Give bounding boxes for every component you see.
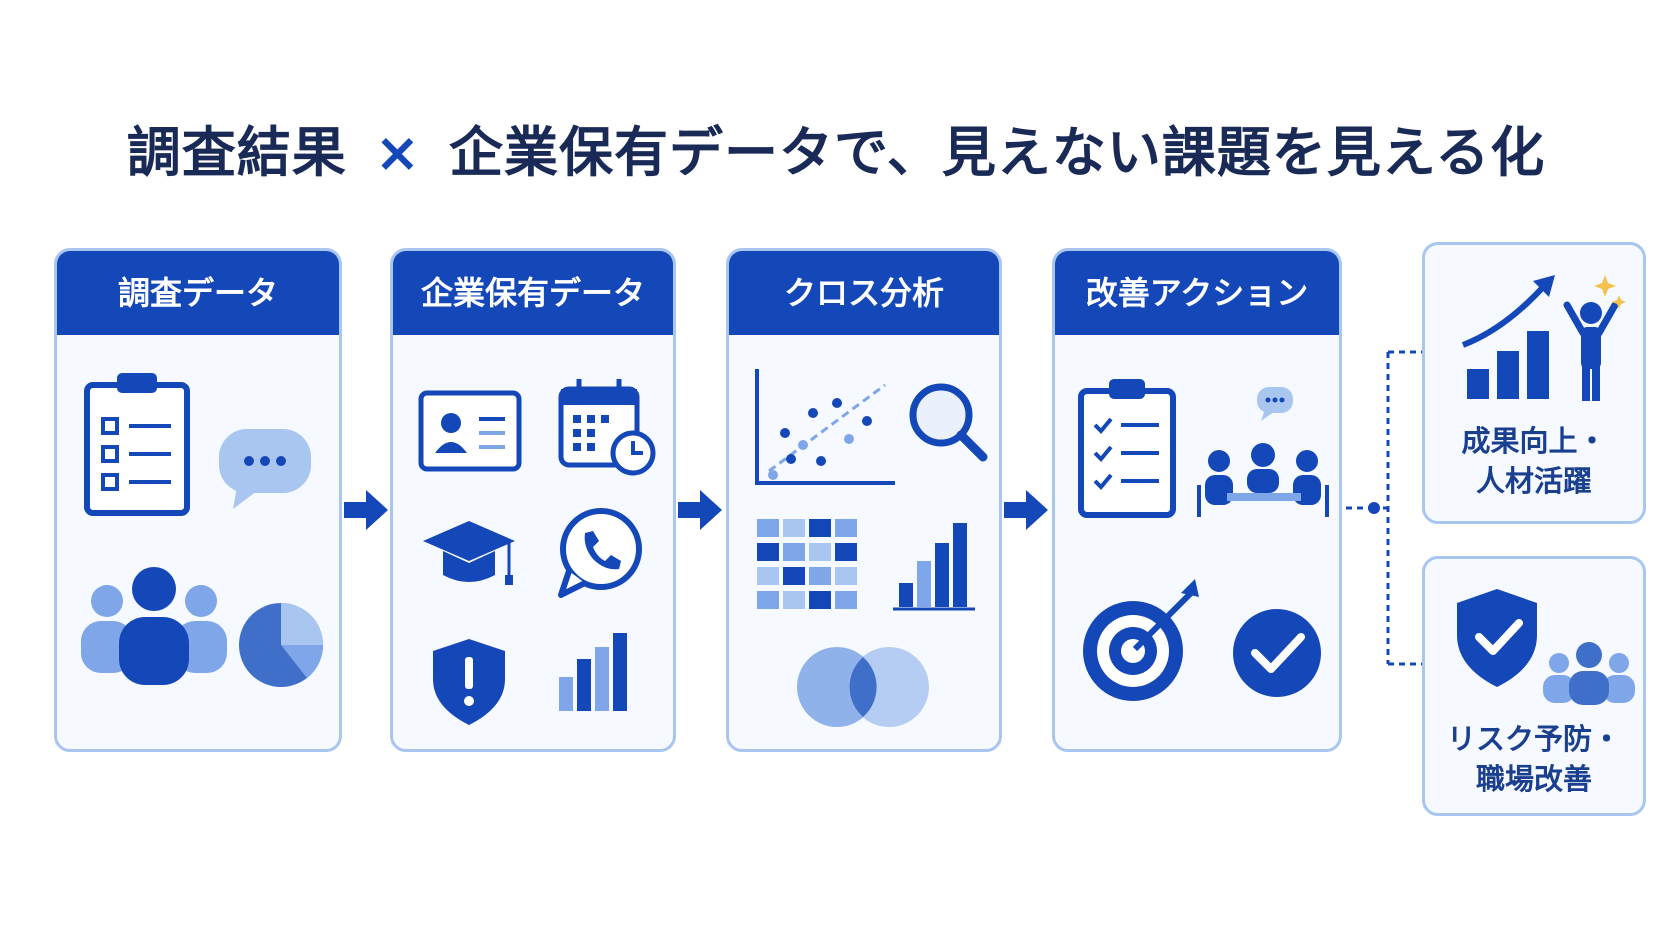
growth-chart-icon	[1461, 275, 1555, 399]
clipboard-checklist-icon	[1078, 379, 1176, 518]
outcome-label-line1: リスク予防・	[1446, 722, 1621, 756]
step-survey-data: 調査データ	[54, 248, 342, 752]
phone-bubble-icon	[558, 508, 642, 598]
target-icon	[1083, 579, 1199, 701]
step-header: クロス分析	[729, 251, 999, 335]
arrow-right-icon	[1004, 490, 1048, 530]
step-improvement-action: 改善アクション	[1052, 248, 1342, 752]
people-group-icon	[81, 567, 227, 685]
graduation-cap-icon	[423, 521, 515, 585]
shield-alert-icon	[433, 639, 505, 725]
outcome-label-line2: 職場改善	[1475, 762, 1592, 796]
step-header: 調査データ	[57, 251, 339, 335]
pie-chart-icon	[239, 603, 323, 687]
clipboard-checklist-icon	[84, 373, 190, 516]
arrow-right-icon	[344, 490, 388, 530]
outcome-label-line1: 成果向上・	[1461, 424, 1607, 458]
title-left: 調査結果	[126, 121, 347, 184]
heatmap-icon	[757, 519, 857, 609]
people-group-icon	[1543, 642, 1635, 705]
step-header: 改善アクション	[1055, 251, 1339, 335]
step-cross-analysis: クロス分析	[726, 248, 1002, 752]
meeting-icon	[1197, 387, 1329, 517]
step-company-data: 企業保有データ	[390, 248, 676, 752]
outcome-label-line2: 人材活躍	[1475, 464, 1592, 498]
cross-icon: ×	[374, 121, 422, 184]
step-header: 企業保有データ	[393, 251, 673, 335]
title-right: 企業保有データで、見えない課題を見える化	[449, 121, 1546, 184]
venn-diagram-icon	[797, 647, 929, 727]
id-card-icon	[418, 390, 522, 472]
outcome-performance: 成果向上・ 人材活躍	[1422, 242, 1646, 524]
check-circle-icon	[1233, 609, 1321, 697]
page-title: 調査結果 × 企業保有データで、見えない課題を見える化	[0, 108, 1672, 187]
celebrating-person-icon	[1563, 275, 1626, 401]
scatter-plot-icon	[755, 369, 895, 485]
outcome-risk-prevention: リスク予防・ 職場改善	[1422, 556, 1646, 816]
magnifier-icon	[909, 383, 988, 462]
shield-check-icon	[1457, 589, 1537, 687]
calendar-clock-icon	[558, 379, 656, 476]
bar-chart-icon	[559, 633, 627, 711]
arrow-right-icon	[678, 490, 722, 530]
bar-chart-icon	[893, 523, 975, 611]
chat-bubble-icon	[219, 429, 311, 509]
